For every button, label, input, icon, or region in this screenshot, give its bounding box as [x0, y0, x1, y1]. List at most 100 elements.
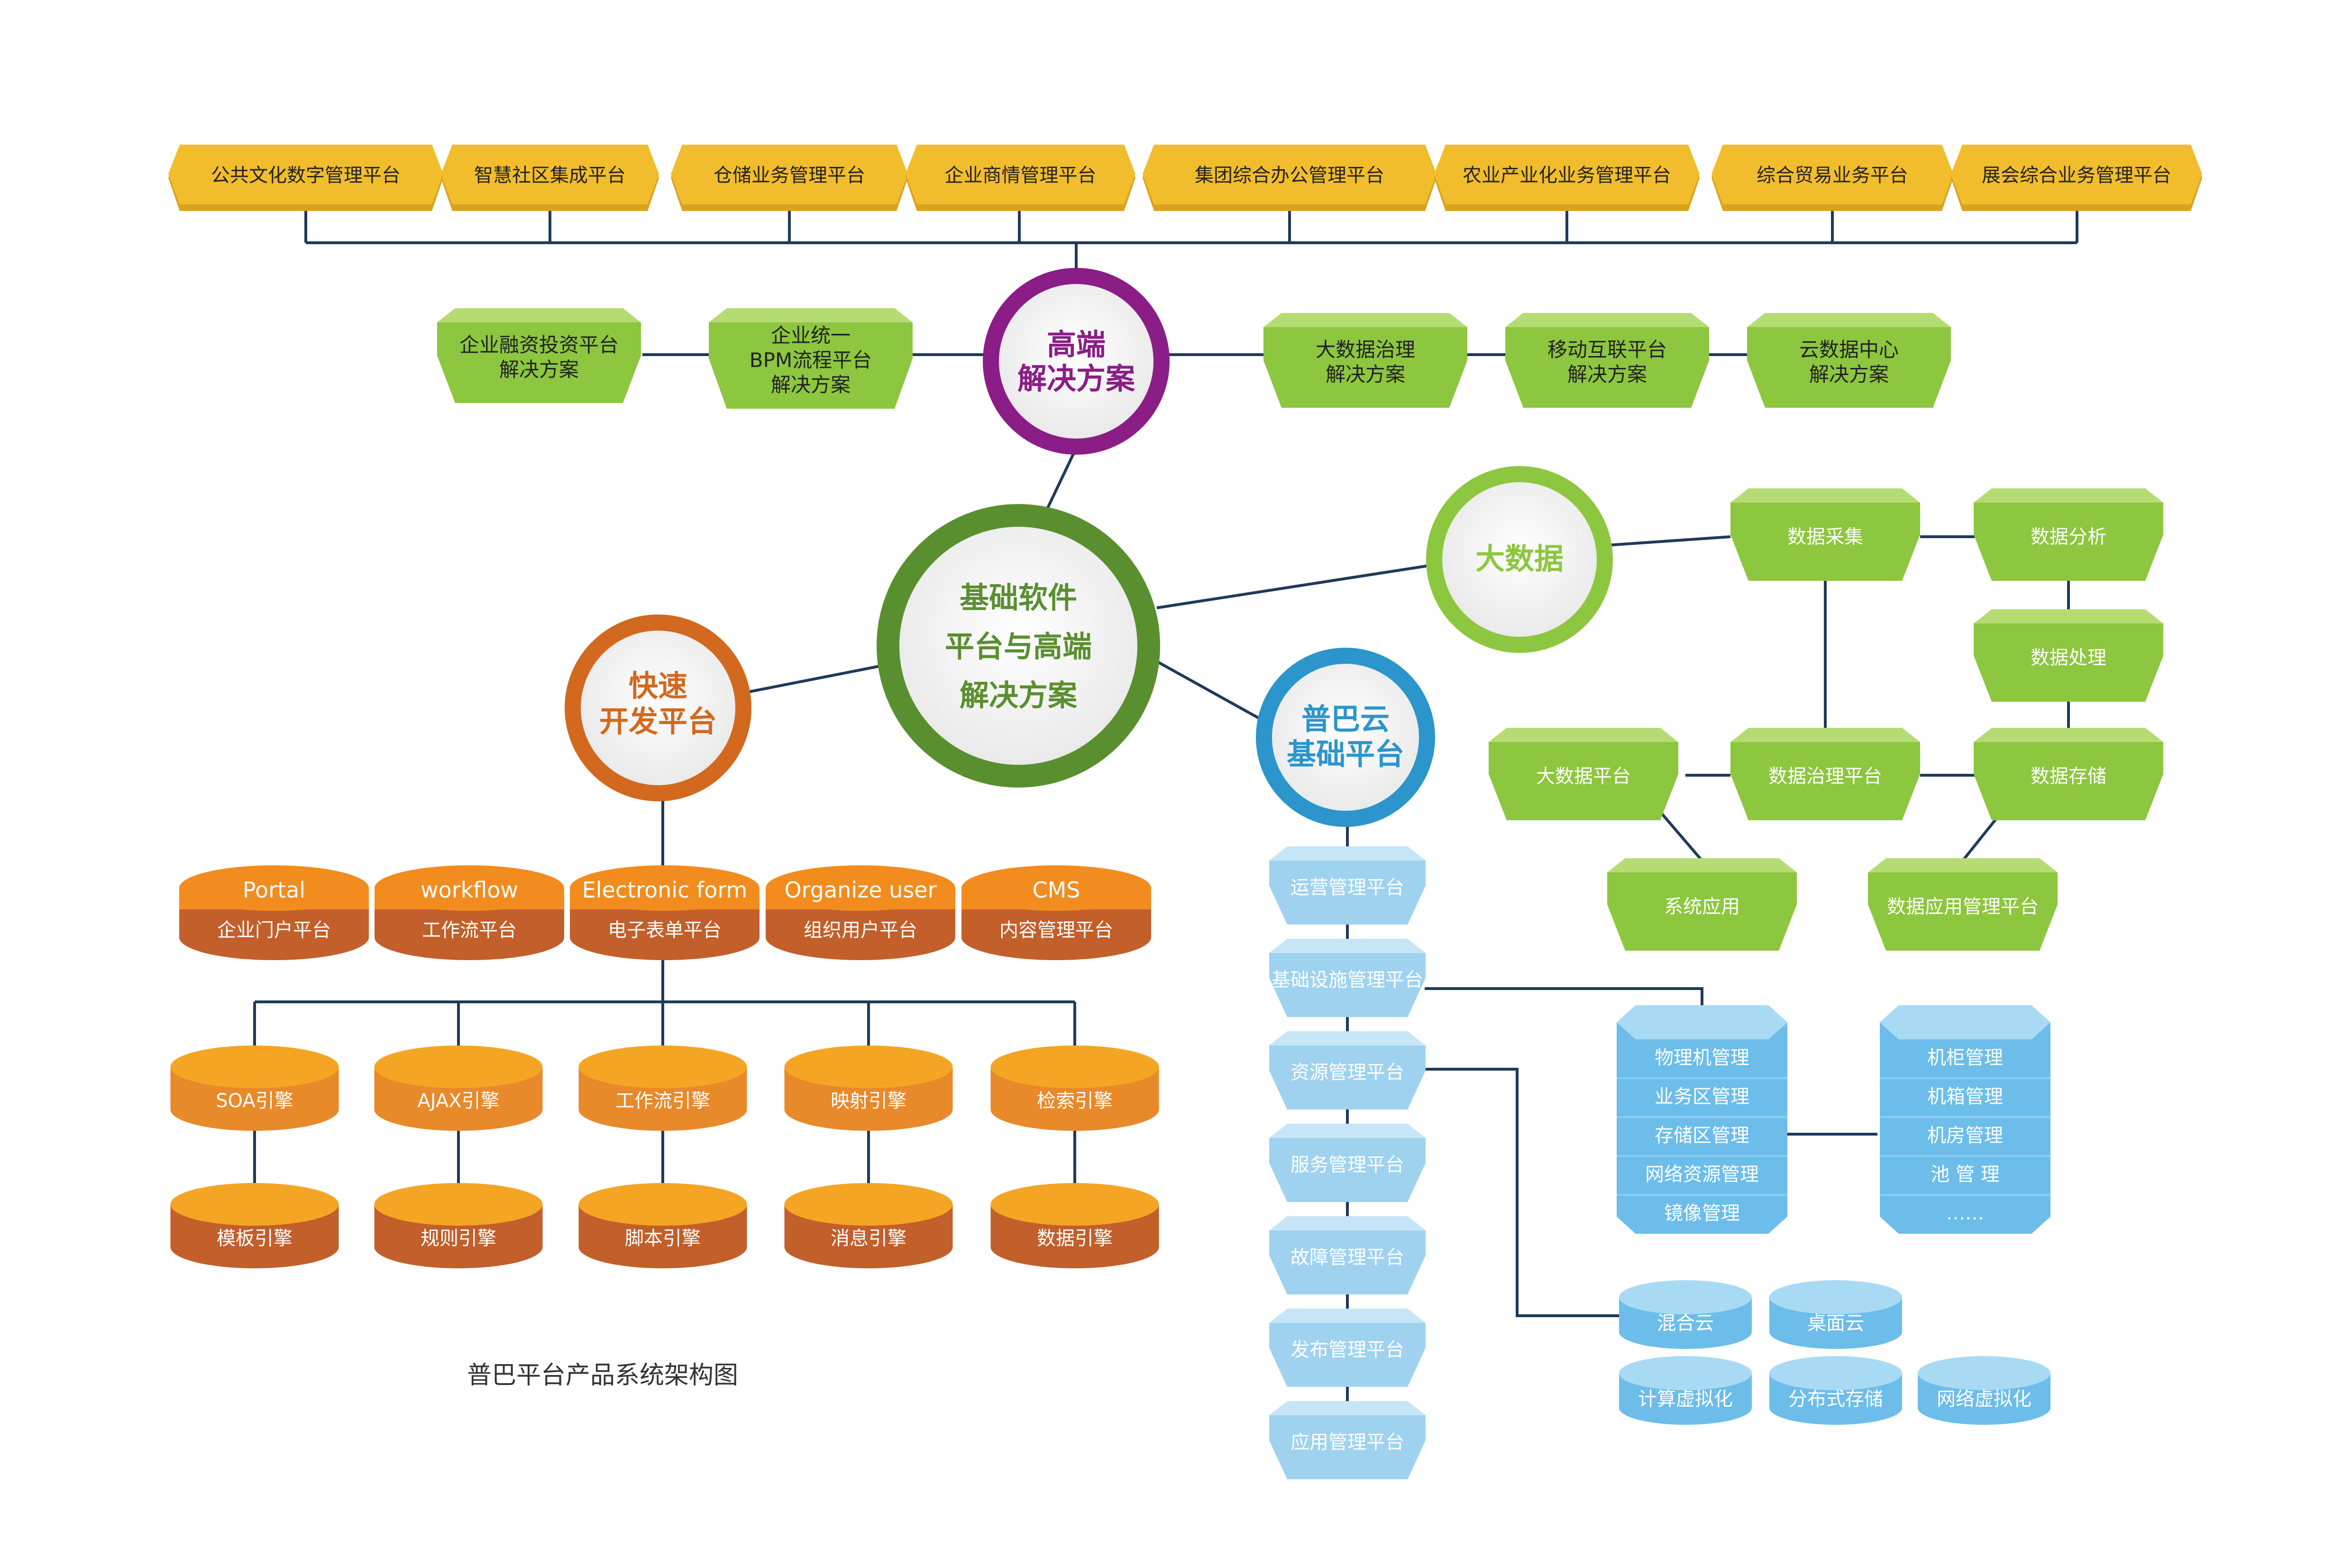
- hub-quick-dev[interactable]: 快速 开发平台: [565, 614, 751, 801]
- engine-bottom-label: 数据引擎: [1037, 1228, 1113, 1249]
- solution-cloud-data-center-line-2: 解决方案: [1809, 363, 1889, 386]
- solution-financing-line-1: 企业融资投资平台: [459, 333, 619, 357]
- engine-top-4[interactable]: 映射引擎: [784, 1045, 953, 1131]
- dev-platform-en-label: Electronic form: [582, 877, 748, 903]
- hybrid-cloud-label: 混合云: [1657, 1312, 1714, 1334]
- distributed-storage[interactable]: 分布式存储: [1769, 1356, 1902, 1425]
- cloud-platform-6[interactable]: 发布管理平台: [1269, 1309, 1426, 1387]
- big-data-collect[interactable]: 数据采集: [1730, 488, 1920, 581]
- solution-big-data-governance-line-2: 解决方案: [1326, 363, 1405, 386]
- big-data-platform[interactable]: 大数据平台: [1489, 728, 1678, 820]
- room-management-stack-item: 机柜管理: [1927, 1047, 2003, 1069]
- hub-center-line-1: 基础软件: [960, 580, 1077, 615]
- desktop-cloud[interactable]: 桌面云: [1769, 1280, 1902, 1349]
- cloud-platform-label: 故障管理平台: [1290, 1247, 1404, 1268]
- compute-virtualization[interactable]: 计算虚拟化: [1619, 1356, 1752, 1425]
- engine-bottom-2[interactable]: 规则引擎: [374, 1183, 543, 1268]
- cloud-platforms: 运营管理平台基础设施管理平台资源管理平台服务管理平台故障管理平台发布管理平台应用…: [1269, 846, 1426, 1479]
- engine-top-label: 工作流引擎: [615, 1090, 710, 1112]
- room-management-stack-item: 机箱管理: [1927, 1086, 2003, 1108]
- platform-label: 企业商情管理平台: [945, 165, 1097, 186]
- big-data-process[interactable]: 数据处理: [1974, 609, 2163, 702]
- platform-8[interactable]: 展会综合业务管理平台: [1951, 145, 2202, 211]
- big-data-system-app[interactable]: 系统应用: [1607, 858, 1797, 951]
- platform-label: 集团综合办公管理平台: [1195, 165, 1384, 186]
- network-virtualization[interactable]: 网络虚拟化: [1918, 1356, 2050, 1425]
- platform-5[interactable]: 集团综合办公管理平台: [1143, 145, 1437, 211]
- engine-top-label: 映射引擎: [831, 1090, 906, 1112]
- cloud-platform-1[interactable]: 运营管理平台: [1269, 846, 1426, 925]
- hub-center[interactable]: 基础软件 平台与高端 解决方案: [877, 504, 1160, 788]
- solution-bpm-line-1: 企业统一: [771, 324, 851, 347]
- platform-4[interactable]: 企业商情管理平台: [906, 145, 1135, 211]
- infra-management-stack-item: 物理机管理: [1655, 1047, 1749, 1069]
- hub-high-end[interactable]: 高端 解决方案: [983, 268, 1170, 455]
- hybrid-cloud[interactable]: 混合云: [1619, 1280, 1752, 1349]
- high-end-solutions: 企业融资投资平台解决方案企业统一BPM流程平台解决方案大数据治理解决方案移动互联…: [437, 308, 1951, 409]
- engine-top-2[interactable]: AJAX引擎: [374, 1045, 543, 1131]
- engine-top-3[interactable]: 工作流引擎: [578, 1045, 747, 1131]
- cloud-platform-7[interactable]: 应用管理平台: [1269, 1401, 1426, 1479]
- engine-bottom-5[interactable]: 数据引擎: [990, 1183, 1159, 1268]
- cloud-platform-2[interactable]: 基础设施管理平台: [1269, 939, 1426, 1017]
- platform-7[interactable]: 综合贸易业务平台: [1711, 145, 1953, 211]
- cloud-platform-4[interactable]: 服务管理平台: [1269, 1124, 1426, 1202]
- engine-top-5[interactable]: 检索引擎: [990, 1045, 1159, 1131]
- big-data-governance[interactable]: 数据治理平台: [1730, 728, 1920, 820]
- hub-cloud[interactable]: 普巴云 基础平台: [1256, 648, 1435, 827]
- cloud-platform-3[interactable]: 资源管理平台: [1269, 1031, 1426, 1110]
- solution-big-data-governance-line-1: 大数据治理: [1316, 338, 1415, 361]
- diagram-caption: 普巴平台产品系统架构图: [467, 1361, 738, 1390]
- engine-top-1[interactable]: SOA引擎: [170, 1045, 339, 1131]
- big-data-analyze[interactable]: 数据分析: [1974, 488, 2163, 581]
- engine-bottom-label: 模板引擎: [217, 1228, 293, 1249]
- solution-mobile-internet-line-1: 移动互联平台: [1547, 338, 1667, 361]
- engine-bottom-4[interactable]: 消息引擎: [784, 1183, 953, 1268]
- cloud-platform-label: 资源管理平台: [1290, 1062, 1404, 1083]
- platform-6[interactable]: 农业产业化业务管理平台: [1434, 145, 1700, 211]
- big-data-app-mgmt-label: 数据应用管理平台: [1887, 896, 2039, 917]
- platform-2[interactable]: 智慧社区集成平台: [441, 145, 659, 211]
- solution-mobile-internet-line-2: 解决方案: [1567, 363, 1647, 386]
- dev-platform-en-label: Portal: [243, 877, 305, 903]
- virtualization-group: 混合云 桌面云计算虚拟化分布式存储网络虚拟化: [1619, 1280, 2050, 1425]
- solution-bpm-line-2: BPM流程平台: [750, 348, 872, 372]
- hub-cloud-line-1: 普巴云: [1301, 702, 1390, 736]
- engine-bottom-label: 消息引擎: [831, 1228, 906, 1249]
- infra-management-stack-item: 网络资源管理: [1645, 1164, 1759, 1185]
- desktop-cloud-label: 桌面云: [1807, 1312, 1864, 1334]
- engines: SOA引擎 AJAX引擎工作流引擎 映射引擎 检索引擎模板引擎 规则引擎脚本引擎消息引擎…: [170, 1045, 1159, 1268]
- big-data-nodes: 数据采集数据分析数据处理大数据平台数据治理平台 数据存储系统应用 数据应用管理平台: [1489, 488, 2163, 951]
- big-data-process-label: 数据处理: [2031, 647, 2106, 669]
- solution-bpm-line-3: 解决方案: [771, 373, 851, 396]
- engine-bottom-3[interactable]: 脚本引擎: [578, 1183, 747, 1268]
- platform-1[interactable]: 公共文化数字管理平台: [168, 145, 443, 211]
- big-data-app-mgmt[interactable]: 数据应用管理平台: [1868, 858, 2058, 951]
- solution-financing-line-2: 解决方案: [499, 358, 579, 381]
- hub-big-data[interactable]: 大数据: [1426, 466, 1613, 653]
- hub-quick-dev-line-2: 开发平台: [599, 704, 717, 739]
- infra-management-stack-item: 镜像管理: [1664, 1202, 1740, 1224]
- big-data-storage-label: 数据存储: [2031, 765, 2106, 787]
- engine-bottom-1[interactable]: 模板引擎: [170, 1183, 339, 1268]
- cloud-platform-5[interactable]: 故障管理平台: [1269, 1216, 1426, 1294]
- engine-top-label: 检索引擎: [1037, 1090, 1113, 1112]
- platform-3[interactable]: 仓储业务管理平台: [671, 145, 908, 211]
- platform-label: 智慧社区集成平台: [474, 165, 626, 186]
- big-data-storage[interactable]: 数据存储: [1974, 728, 2163, 820]
